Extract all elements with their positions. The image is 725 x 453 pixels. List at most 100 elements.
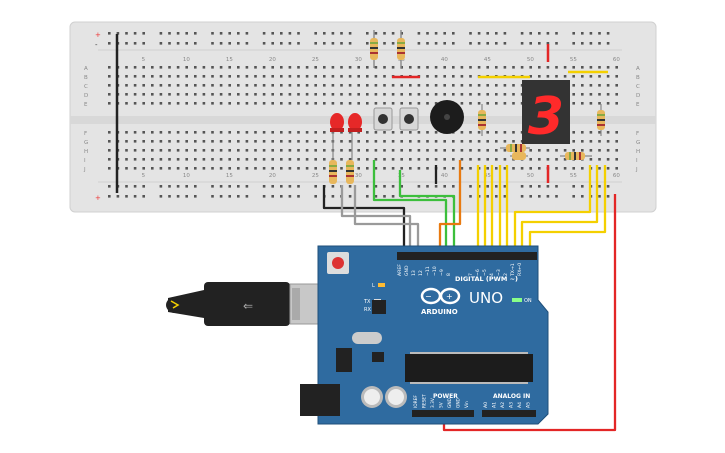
breadboard-hole[interactable] (529, 42, 532, 45)
breadboard-hole[interactable] (288, 167, 292, 170)
breadboard-hole[interactable] (486, 84, 489, 87)
breadboard-hole[interactable] (133, 66, 137, 69)
breadboard-hole[interactable] (598, 195, 601, 198)
breadboard-hole[interactable] (125, 32, 128, 35)
breadboard-hole[interactable] (400, 185, 403, 188)
breadboard-hole[interactable] (443, 84, 446, 87)
breadboard-hole[interactable] (477, 131, 481, 134)
breadboard-hole[interactable] (563, 167, 567, 170)
breadboard-hole[interactable] (288, 195, 292, 198)
breadboard-hole[interactable] (185, 102, 188, 105)
breadboard-hole[interactable] (546, 66, 550, 69)
resistor-led-1[interactable] (329, 160, 337, 184)
breadboard-hole[interactable] (606, 75, 610, 78)
breadboard-hole[interactable] (417, 32, 421, 35)
breadboard-hole[interactable] (598, 32, 601, 35)
breadboard-hole[interactable] (366, 75, 369, 78)
breadboard-hole[interactable] (280, 131, 283, 134)
breadboard-hole[interactable] (572, 149, 575, 152)
breadboard-hole[interactable] (503, 140, 507, 143)
breadboard-hole[interactable] (159, 75, 163, 78)
breadboard-hole[interactable] (477, 32, 481, 35)
breadboard-hole[interactable] (374, 102, 378, 105)
breadboard-hole[interactable] (606, 140, 610, 143)
breadboard-hole[interactable] (228, 158, 231, 161)
breadboard-hole[interactable] (348, 185, 352, 188)
breadboard-hole[interactable] (228, 149, 231, 152)
breadboard-hole[interactable] (305, 102, 309, 105)
breadboard-hole[interactable] (366, 185, 369, 188)
breadboard-hole[interactable] (159, 84, 163, 87)
breadboard-hole[interactable] (581, 75, 584, 78)
breadboard-hole[interactable] (142, 158, 145, 161)
breadboard-hole[interactable] (606, 185, 610, 188)
resistor-horizontal-3[interactable] (560, 152, 592, 160)
breadboard-hole[interactable] (159, 131, 163, 134)
breadboard-hole[interactable] (314, 84, 317, 87)
breadboard-hole[interactable] (598, 158, 601, 161)
breadboard-hole[interactable] (598, 93, 601, 96)
breadboard-hole[interactable] (125, 140, 128, 143)
breadboard-hole[interactable] (495, 158, 498, 161)
breadboard-hole[interactable] (452, 42, 455, 45)
breadboard-hole[interactable] (606, 195, 610, 198)
breadboard-hole[interactable] (211, 149, 214, 152)
breadboard-hole[interactable] (108, 42, 111, 45)
breadboard-hole[interactable] (460, 75, 464, 78)
breadboard-hole[interactable] (383, 185, 386, 188)
breadboard-hole[interactable] (323, 32, 326, 35)
breadboard-hole[interactable] (529, 32, 532, 35)
breadboard-hole[interactable] (219, 195, 223, 198)
breadboard-hole[interactable] (176, 195, 180, 198)
breadboard-hole[interactable] (245, 84, 249, 87)
breadboard-hole[interactable] (159, 42, 163, 45)
breadboard-hole[interactable] (581, 185, 584, 188)
breadboard-hole[interactable] (280, 84, 283, 87)
breadboard-hole[interactable] (271, 158, 274, 161)
breadboard-hole[interactable] (581, 149, 584, 152)
breadboard-hole[interactable] (374, 158, 378, 161)
breadboard-hole[interactable] (142, 75, 145, 78)
breadboard-hole[interactable] (383, 84, 386, 87)
breadboard-hole[interactable] (357, 149, 360, 152)
breadboard-hole[interactable] (202, 66, 206, 69)
breadboard-hole[interactable] (426, 158, 429, 161)
breadboard-hole[interactable] (615, 66, 618, 69)
breadboard-hole[interactable] (168, 84, 171, 87)
breadboard-hole[interactable] (262, 167, 266, 170)
breadboard-hole[interactable] (409, 167, 412, 170)
breadboard-hole[interactable] (151, 93, 154, 96)
breadboard-hole[interactable] (572, 131, 575, 134)
breadboard-hole[interactable] (133, 93, 137, 96)
breadboard-hole[interactable] (452, 158, 455, 161)
breadboard-hole[interactable] (546, 149, 550, 152)
breadboard-hole[interactable] (254, 66, 257, 69)
breadboard-hole[interactable] (271, 93, 274, 96)
breadboard-hole[interactable] (133, 42, 137, 45)
breadboard-hole[interactable] (357, 158, 360, 161)
breadboard-hole[interactable] (271, 167, 274, 170)
breadboard-hole[interactable] (400, 167, 403, 170)
breadboard-hole[interactable] (383, 75, 386, 78)
breadboard-hole[interactable] (615, 149, 618, 152)
reset-button[interactable] (327, 252, 349, 274)
breadboard-hole[interactable] (262, 185, 266, 188)
breadboard-hole[interactable] (211, 66, 214, 69)
breadboard-hole[interactable] (374, 75, 378, 78)
breadboard-hole[interactable] (297, 149, 300, 152)
breadboard-hole[interactable] (598, 140, 601, 143)
breadboard-hole[interactable] (563, 66, 567, 69)
breadboard-hole[interactable] (185, 167, 188, 170)
breadboard-hole[interactable] (383, 102, 386, 105)
breadboard-hole[interactable] (202, 93, 206, 96)
breadboard-hole[interactable] (503, 66, 507, 69)
breadboard-hole[interactable] (443, 66, 446, 69)
breadboard-hole[interactable] (211, 131, 214, 134)
breadboard-hole[interactable] (469, 84, 472, 87)
breadboard-hole[interactable] (503, 84, 507, 87)
breadboard-hole[interactable] (133, 131, 137, 134)
breadboard-hole[interactable] (477, 42, 481, 45)
breadboard-hole[interactable] (520, 66, 524, 69)
breadboard-hole[interactable] (185, 32, 188, 35)
breadboard-hole[interactable] (460, 167, 464, 170)
